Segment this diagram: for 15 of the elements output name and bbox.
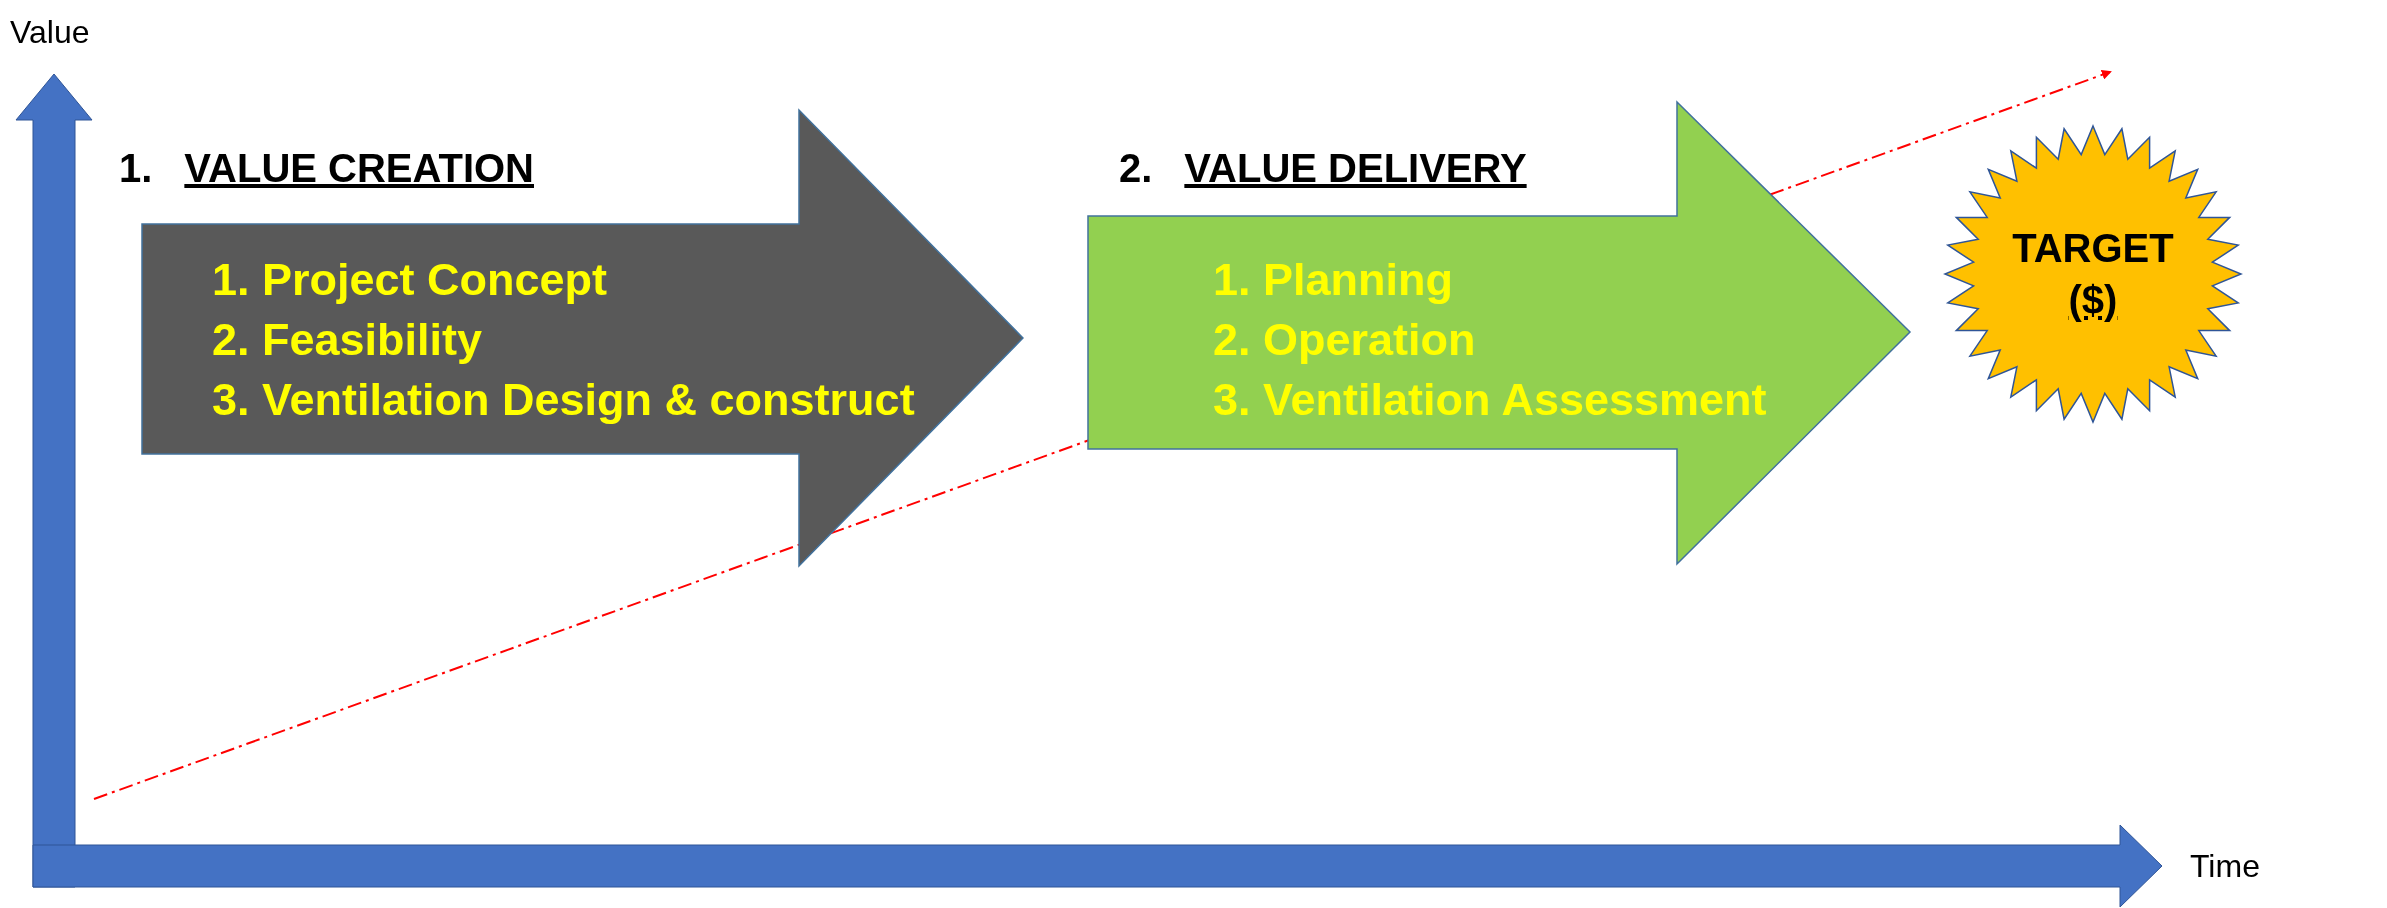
phase-heading: VALUE CREATION bbox=[184, 145, 534, 192]
target-starburst bbox=[1943, 124, 2243, 424]
axis-label: Time bbox=[2190, 847, 2260, 886]
axis-label: Value bbox=[10, 13, 90, 52]
currency-label: ($) bbox=[2068, 277, 2118, 324]
list-item: 1. Project Concept bbox=[212, 253, 609, 307]
phase-number: 2. bbox=[1119, 145, 1153, 192]
phase-heading: VALUE DELIVERY bbox=[1184, 145, 1527, 192]
target-label: TARGET bbox=[2012, 225, 2174, 272]
list-item: 3. Ventilation Design & construct bbox=[212, 373, 915, 427]
list-item: 2. Operation bbox=[1213, 313, 1477, 367]
phase-number: 1. bbox=[119, 145, 153, 192]
list-item: 3. Ventilation Assessment bbox=[1213, 373, 1767, 427]
list-item: 1. Planning bbox=[1213, 253, 1455, 307]
list-item: 2. Feasibility bbox=[212, 313, 484, 367]
